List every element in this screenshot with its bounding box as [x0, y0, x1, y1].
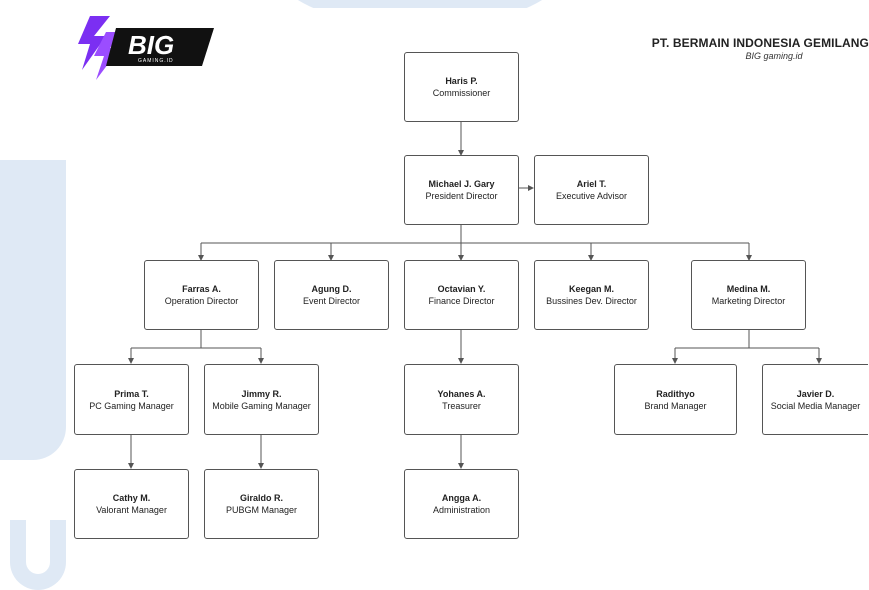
logo-subtext: GAMING.ID	[138, 58, 174, 64]
node-role: Social Media Manager	[770, 400, 861, 411]
node-role: Treasurer	[442, 400, 481, 411]
node-valorant-manager: Cathy M. Valorant Manager	[74, 469, 189, 539]
logo-text: BIG	[128, 30, 174, 60]
node-role: PUBGM Manager	[225, 505, 298, 515]
node-name: Cathy M.	[112, 493, 151, 503]
node-role: Commissioner	[432, 88, 491, 98]
node-role: Bussines Dev. Director	[546, 296, 637, 306]
node-marketing-director: Medina M. Marketing Director	[691, 260, 806, 330]
node-name: Prima T.	[114, 388, 149, 399]
node-role: Executive Advisor	[555, 191, 628, 201]
node-treasurer: Yohanes A. Treasurer	[404, 364, 519, 435]
node-role: Finance Director	[428, 296, 495, 306]
node-finance-director: Octavian Y. Finance Director	[404, 260, 519, 330]
node-role: Brand Manager	[644, 400, 707, 411]
node-name: Radithyo	[656, 388, 695, 399]
node-mobile-gaming-manager: Jimmy R. Mobile Gaming Manager	[204, 364, 319, 435]
node-pc-gaming-manager: Prima T. PC Gaming Manager	[74, 364, 189, 435]
node-executive-advisor: Ariel T. Executive Advisor	[534, 155, 649, 225]
node-name: Jimmy R.	[241, 388, 282, 399]
node-name: Yohanes A.	[437, 388, 486, 399]
node-name: Giraldo R.	[239, 493, 283, 503]
node-name: Medina M.	[726, 284, 771, 294]
node-role: President Director	[425, 191, 498, 201]
node-administration: Angga A. Administration	[404, 469, 519, 539]
node-name: Ariel T.	[576, 179, 607, 189]
node-role: Mobile Gaming Manager	[212, 400, 311, 411]
node-role: PC Gaming Manager	[89, 400, 174, 411]
node-commissioner: Haris P. Commissioner	[404, 52, 519, 122]
node-name: Octavian Y.	[437, 284, 486, 294]
node-name: Haris P.	[445, 76, 478, 86]
node-name: Agung D.	[311, 284, 352, 294]
node-name: Keegan M.	[568, 284, 614, 294]
node-pubgm-manager: Giraldo R. PUBGM Manager	[204, 469, 319, 539]
node-president-director: Michael J. Gary President Director	[404, 155, 519, 225]
node-event-director: Agung D. Event Director	[274, 260, 389, 330]
node-name: Angga A.	[441, 493, 482, 503]
company-header: PT. BERMAIN INDONESIA GEMILANG BIG gamin…	[609, 36, 869, 61]
node-name: Farras A.	[182, 284, 221, 294]
node-social-media-manager: Javier D. Social Media Manager	[762, 364, 868, 435]
node-business-dev-director: Keegan M. Bussines Dev. Director	[534, 260, 649, 330]
node-role: Marketing Director	[711, 296, 786, 306]
big-gaming-logo: BIG GAMING.ID	[76, 14, 216, 84]
company-name: PT. BERMAIN INDONESIA GEMILANG	[651, 36, 869, 50]
node-name: Michael J. Gary	[428, 179, 495, 189]
node-role: Valorant Manager	[96, 505, 167, 515]
node-operation-director: Farras A. Operation Director	[144, 260, 259, 330]
node-brand-manager: Radithyo Brand Manager	[614, 364, 737, 435]
node-role: Administration	[432, 505, 491, 515]
company-subtitle: BIG gaming.id	[745, 51, 803, 61]
node-role: Operation Director	[164, 296, 239, 306]
node-role: Event Director	[302, 296, 361, 306]
watermark-bar	[0, 160, 66, 460]
node-name: Javier D.	[796, 388, 835, 399]
